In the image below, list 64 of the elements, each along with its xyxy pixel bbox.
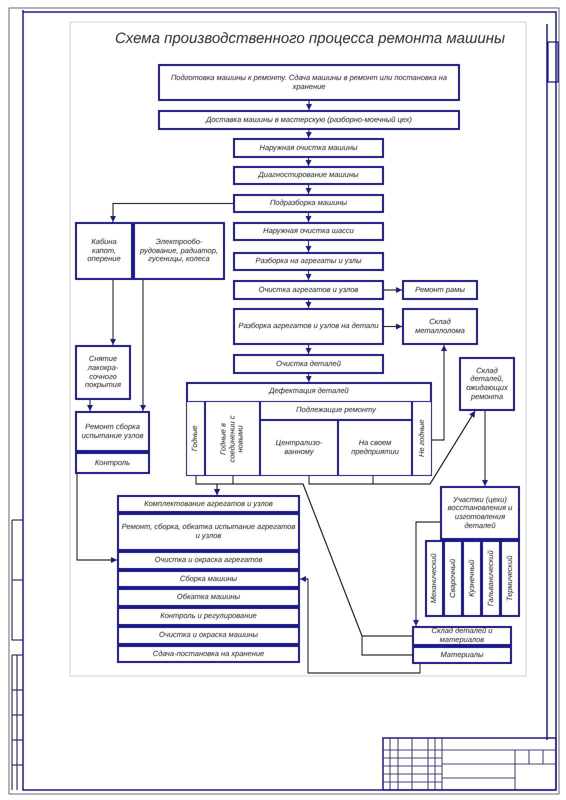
process-box (260, 401, 412, 420)
process-box (500, 540, 520, 617)
process-box (75, 345, 131, 400)
arrow (384, 324, 402, 330)
process-box (425, 540, 444, 617)
arrow (306, 270, 312, 280)
process-box (443, 540, 463, 617)
process-box (186, 401, 205, 476)
process-box (117, 588, 300, 607)
process-box (402, 308, 478, 345)
process-box (402, 280, 478, 300)
arrow (140, 280, 146, 412)
arrow (306, 130, 312, 138)
process-box (158, 110, 460, 130)
arrow (76, 474, 118, 563)
process-box (186, 382, 432, 476)
process-box (412, 626, 512, 646)
process-box (412, 646, 512, 664)
arrow (413, 522, 440, 626)
arrow (300, 576, 420, 674)
arrow (87, 400, 93, 412)
process-box (75, 452, 150, 474)
arrow (432, 344, 447, 440)
process-box (233, 194, 384, 213)
arrow (306, 300, 312, 308)
arrow (306, 344, 312, 354)
process-box (117, 551, 300, 570)
arrow (384, 287, 402, 293)
process-box (459, 357, 515, 411)
process-box (481, 540, 501, 617)
process-box (233, 166, 384, 185)
diagram-title: Схема производственного процесса ремонта машины (114, 30, 506, 47)
arrow (110, 203, 234, 222)
arrow (110, 280, 116, 346)
process-box (117, 495, 300, 513)
process-box (117, 570, 300, 588)
process-box (412, 401, 432, 476)
process-box (338, 420, 412, 476)
process-box (117, 607, 300, 626)
process-box (260, 420, 338, 476)
process-box (440, 486, 520, 540)
process-box (233, 280, 384, 300)
process-box (158, 64, 460, 101)
arrow (306, 158, 312, 166)
process-box (462, 540, 482, 617)
arrow (306, 100, 312, 110)
process-box (117, 645, 300, 663)
process-box (133, 222, 225, 280)
process-box (75, 411, 150, 452)
process-box (117, 513, 300, 551)
process-box (233, 354, 384, 374)
process-box (205, 401, 260, 476)
arrow (306, 374, 312, 382)
arrow (372, 410, 476, 484)
process-box (233, 138, 384, 158)
process-box (233, 308, 384, 345)
process-box (75, 222, 133, 280)
arrow (306, 240, 312, 252)
arrow (306, 212, 312, 222)
arrow (306, 184, 312, 194)
process-box (233, 252, 384, 271)
process-box (233, 222, 384, 241)
arrow (482, 410, 488, 486)
process-box (117, 626, 300, 645)
